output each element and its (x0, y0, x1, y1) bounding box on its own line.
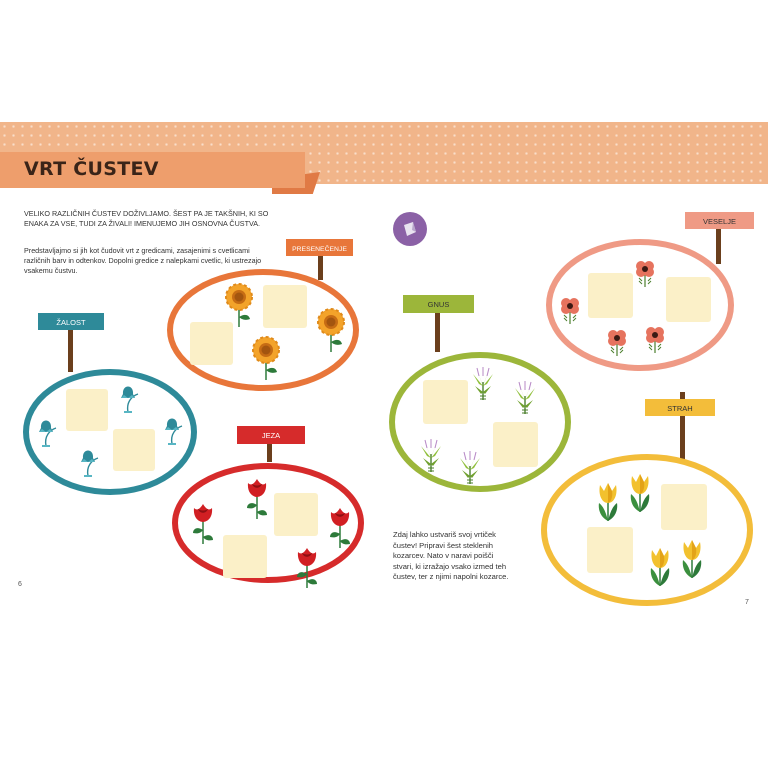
sign-label-jeza: JEZA (262, 431, 280, 440)
sticker-slot[interactable] (661, 484, 707, 530)
sticker-slot[interactable] (587, 527, 633, 573)
garden-veselje: VESELJE (546, 212, 754, 371)
intro-paragraph-2: Predstavljajmo si jih kot čudovit vrt z … (24, 246, 262, 275)
tulip-flower (650, 547, 670, 587)
flowerbed-gnus (389, 352, 571, 492)
garden-jeza: JEZA (172, 426, 364, 589)
sign-board-strah (645, 399, 715, 416)
sign-post (435, 312, 440, 352)
sign-board-zalost (38, 313, 104, 330)
sticker-slot[interactable] (666, 277, 711, 322)
sticker-slot[interactable] (113, 429, 155, 471)
sign-post (68, 328, 73, 372)
sign-label-presenecenje: PRESENEČENJE (292, 244, 347, 253)
sticker-badge (393, 212, 427, 246)
tulip-flower (682, 539, 702, 579)
flowerbed-zalost (23, 369, 197, 495)
sticker-icon (404, 222, 416, 236)
flowerbed-presenecenje (167, 269, 359, 391)
sunflower-flower (225, 283, 253, 328)
sign-label-strah: STRAH (667, 404, 692, 413)
rose-flower (192, 503, 214, 545)
poppy-flower (560, 297, 580, 325)
sticker-slot[interactable] (588, 273, 633, 318)
thistle-flower (514, 380, 536, 415)
sticker-slot[interactable] (223, 535, 267, 578)
sign-label-veselje: VESELJE (703, 217, 736, 226)
bluebell-flower (120, 385, 139, 413)
sunflower-flower (252, 336, 280, 381)
poppy-flower (635, 260, 655, 288)
garden-zalost: ŽALOST (23, 313, 197, 495)
bluebell-flower (80, 449, 99, 477)
thistle-flower (459, 450, 481, 485)
sign-post (267, 440, 272, 462)
sticker-slot[interactable] (190, 322, 233, 365)
thistle-flower (472, 366, 494, 401)
sign-post (680, 392, 685, 462)
page-title: VRT ČUSTEV (24, 158, 159, 180)
sticker-slot[interactable] (263, 285, 307, 328)
sign-board-jeza (237, 426, 305, 444)
sign-label-gnus: GNUS (428, 300, 450, 309)
garden-presenecenje: PRESENEČENJE (167, 239, 359, 391)
thistle-flower (420, 438, 442, 473)
sunflower-flower (317, 308, 345, 353)
flowerbed-veselje (546, 239, 734, 371)
rose-flower (329, 507, 351, 549)
sign-post (318, 254, 323, 280)
sticker-slot[interactable] (493, 422, 538, 467)
rose-flower (296, 547, 318, 589)
sign-label-zalost: ŽALOST (56, 318, 86, 327)
poppy-flower (607, 329, 627, 357)
page-number-left: 6 (18, 581, 22, 588)
sign-board-veselje (685, 212, 754, 229)
flowerbed-jeza (172, 463, 364, 583)
sticker-slot[interactable] (274, 493, 318, 536)
intro-paragraph-1: VELIKO RAZLIČNIH ČUSTEV DOŽIVLJAMO. ŠEST… (24, 209, 269, 228)
outro-paragraph: Zdaj lahko ustvariš svoj vrtiček čustev!… (393, 530, 509, 581)
sticker-slot[interactable] (423, 380, 468, 424)
rose-flower (246, 478, 268, 520)
garden-gnus: GNUS (389, 295, 571, 492)
page-number-right: 7 (745, 599, 749, 606)
bluebell-flower (38, 419, 57, 447)
garden-strah: STRAH (541, 392, 753, 606)
bluebell-flower (164, 417, 183, 445)
tulip-flower (630, 473, 650, 513)
sticker-slot[interactable] (66, 389, 108, 431)
sign-board-presenecenje (286, 239, 353, 256)
tulip-flower (598, 482, 618, 522)
sign-board-gnus (403, 295, 474, 313)
poppy-flower (645, 326, 665, 354)
title-ribbon (0, 152, 305, 188)
flowerbed-strah (541, 454, 753, 606)
sign-post (716, 228, 721, 264)
